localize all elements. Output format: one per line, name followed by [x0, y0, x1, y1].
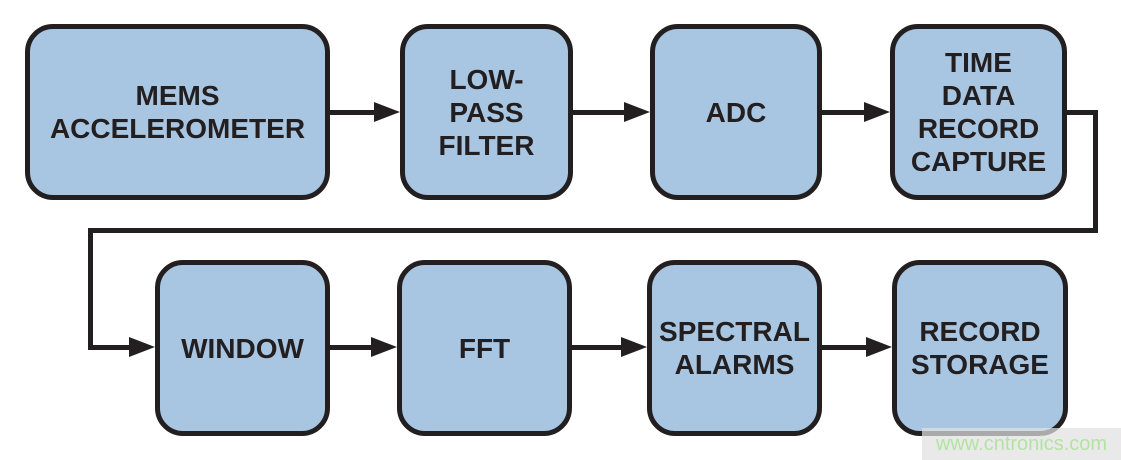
arrow-mems-to-lowpass-head-icon [374, 102, 400, 122]
block-label-low-pass-filter: LOW- PASS FILTER [438, 63, 535, 161]
arrow-mems-to-lowpass-line [330, 110, 376, 115]
block-label-fft: FFT [458, 332, 511, 364]
arrow-fft-to-spectral-head-icon [621, 337, 647, 357]
connector-timedata-to-window-seg3 [88, 228, 1098, 233]
block-spectral-alarms: SPECTRAL ALARMS [647, 260, 822, 436]
arrow-adc-to-timedata-head-icon [864, 102, 890, 122]
connector-timedata-to-window-seg5 [88, 345, 131, 350]
watermark-band: www.cntronics.com [922, 428, 1121, 460]
block-window: WINDOW [155, 260, 330, 436]
block-low-pass-filter: LOW- PASS FILTER [400, 24, 573, 200]
arrow-spectral-to-storage-head-icon [866, 337, 892, 357]
connector-timedata-to-window-seg2 [1093, 110, 1098, 233]
block-record-storage: RECORD STORAGE [892, 260, 1068, 436]
connector-timedata-to-window-seg1 [1067, 110, 1098, 115]
arrow-lowpass-to-adc-head-icon [624, 102, 650, 122]
block-label-spectral-alarms: SPECTRAL ALARMS [659, 316, 810, 380]
arrow-adc-to-timedata-line [822, 110, 866, 115]
block-label-mems-accelerometer: MEMS ACCELEROMETER [49, 80, 306, 144]
connector-timedata-to-window-head-icon [129, 337, 155, 357]
arrow-window-to-fft-line [330, 345, 373, 350]
block-label-adc: ADC [705, 96, 767, 128]
connector-timedata-to-window-seg4 [88, 228, 93, 350]
block-label-record-storage: RECORD STORAGE [911, 316, 1049, 380]
watermark-text: www.cntronics.com [935, 432, 1108, 455]
block-label-window: WINDOW [181, 332, 304, 364]
arrow-fft-to-spectral-line [572, 345, 623, 350]
block-label-time-data-record-capture: TIME DATA RECORD CAPTURE [910, 47, 1047, 177]
block-fft: FFT [397, 260, 572, 436]
arrow-spectral-to-storage-line [822, 345, 868, 350]
block-adc: ADC [650, 24, 822, 200]
block-mems-accelerometer: MEMS ACCELEROMETER [25, 24, 330, 200]
arrow-lowpass-to-adc-line [573, 110, 626, 115]
arrow-window-to-fft-head-icon [371, 337, 397, 357]
block-time-data-record-capture: TIME DATA RECORD CAPTURE [890, 24, 1067, 200]
